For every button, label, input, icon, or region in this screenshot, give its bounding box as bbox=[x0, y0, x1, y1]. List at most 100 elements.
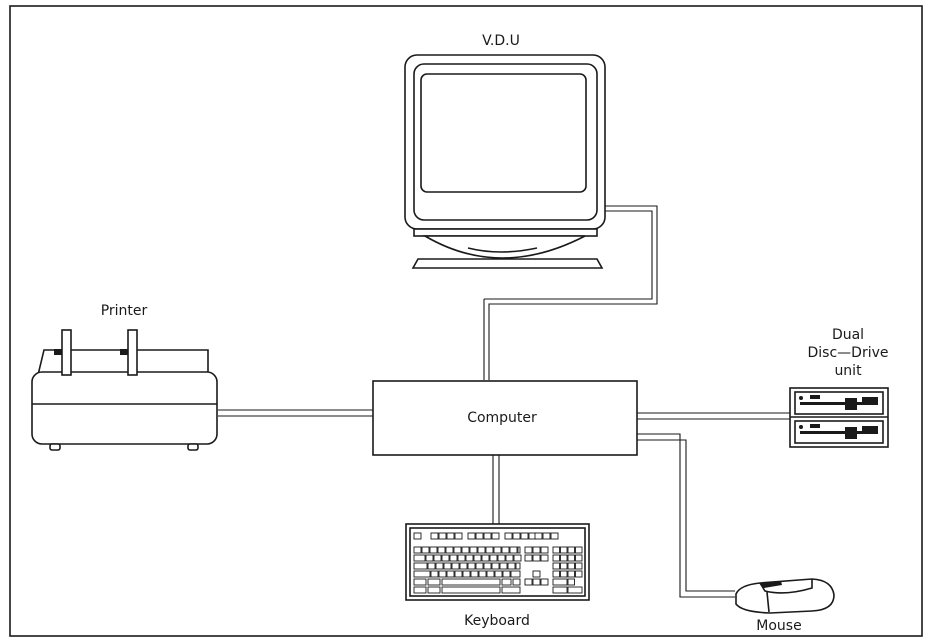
keyboard-key bbox=[442, 579, 500, 585]
keyboard-key bbox=[414, 587, 426, 593]
keyboard-key bbox=[494, 547, 501, 553]
keyboard-key bbox=[502, 579, 511, 585]
keyboard-key bbox=[568, 587, 582, 593]
keyboard-key bbox=[541, 547, 548, 553]
keyboard-key bbox=[446, 547, 453, 553]
keyboard-key bbox=[498, 555, 505, 561]
keyboard-key bbox=[495, 571, 502, 577]
vdu-monitor bbox=[405, 55, 605, 268]
keyboard-key bbox=[414, 533, 421, 539]
keyboard-key bbox=[576, 563, 583, 569]
keyboard-key bbox=[551, 533, 558, 539]
keyboard-key bbox=[414, 563, 427, 569]
keyboard-key bbox=[535, 533, 542, 539]
disc-drive-label-line2: Disc—Drive bbox=[808, 345, 889, 361]
keyboard-key bbox=[454, 547, 461, 553]
keyboard-key bbox=[447, 533, 454, 539]
keyboard-key bbox=[426, 555, 433, 561]
keyboard-key bbox=[553, 579, 567, 585]
keyboard-key bbox=[525, 555, 532, 561]
keyboard-key bbox=[414, 579, 426, 585]
keyboard-key bbox=[568, 547, 575, 553]
computer-label: Computer bbox=[467, 410, 537, 426]
keyboard-key bbox=[471, 571, 478, 577]
keyboard-key bbox=[439, 533, 446, 539]
vdu-label: V.D.U bbox=[482, 33, 520, 49]
keyboard-key bbox=[553, 587, 567, 593]
keyboard-key bbox=[514, 555, 521, 561]
keyboard-key bbox=[543, 533, 550, 539]
keyboard-key bbox=[458, 555, 465, 561]
keyboard-key bbox=[510, 547, 517, 553]
keyboard-key bbox=[553, 571, 560, 577]
keyboard-key bbox=[460, 563, 467, 569]
keyboard-key bbox=[568, 579, 575, 585]
keyboard-key bbox=[511, 571, 520, 577]
keyboard-label: Keyboard bbox=[464, 613, 530, 629]
printer-device bbox=[32, 330, 217, 450]
keyboard-key bbox=[576, 555, 583, 561]
keyboard-key bbox=[476, 533, 483, 539]
keyboard-key bbox=[541, 579, 548, 585]
disc-drive-label-line3: unit bbox=[834, 363, 862, 379]
mouse-device bbox=[736, 579, 834, 613]
keyboard-key bbox=[436, 563, 443, 569]
keyboard-key bbox=[463, 571, 470, 577]
keyboard-key bbox=[561, 563, 568, 569]
cable-printer bbox=[218, 410, 373, 416]
keyboard-key bbox=[513, 533, 520, 539]
keyboard-key bbox=[431, 533, 438, 539]
disc-drive-label-line1: Dual bbox=[832, 327, 864, 343]
keyboard-key bbox=[541, 555, 548, 561]
keyboard-key bbox=[513, 579, 520, 585]
keyboard-key bbox=[487, 571, 494, 577]
keyboard-key bbox=[414, 571, 430, 577]
keyboard-key bbox=[428, 587, 440, 593]
keyboard-key bbox=[521, 533, 528, 539]
keyboard-key bbox=[442, 555, 449, 561]
keyboard-key bbox=[568, 571, 575, 577]
keyboard-key bbox=[484, 533, 491, 539]
keyboard-key bbox=[561, 547, 568, 553]
keyboard-key bbox=[525, 547, 532, 553]
keyboard-key bbox=[430, 547, 437, 553]
keyboard-key bbox=[478, 547, 485, 553]
keyboard-key bbox=[508, 563, 515, 569]
keyboard-key bbox=[452, 563, 459, 569]
keyboard-key bbox=[533, 547, 540, 553]
keyboard-key bbox=[476, 563, 483, 569]
keyboard-key bbox=[533, 579, 540, 585]
keyboard-key bbox=[576, 571, 583, 577]
keyboard-key bbox=[553, 547, 560, 553]
keyboard-key bbox=[492, 533, 499, 539]
keyboard-key bbox=[484, 563, 491, 569]
keyboard-key bbox=[492, 563, 499, 569]
keyboard-key bbox=[455, 571, 462, 577]
keyboard-key bbox=[500, 563, 507, 569]
keyboard-key bbox=[482, 555, 489, 561]
keyboard-key bbox=[502, 547, 509, 553]
keyboard-key bbox=[439, 571, 446, 577]
disc-drive-unit bbox=[790, 388, 888, 447]
keyboard-key bbox=[553, 555, 560, 561]
keyboard-device bbox=[406, 524, 589, 600]
keyboard-key bbox=[431, 571, 438, 577]
keyboard-key bbox=[474, 555, 481, 561]
mouse-label: Mouse bbox=[756, 618, 801, 634]
keyboard-key bbox=[450, 555, 457, 561]
keyboard-key bbox=[561, 555, 568, 561]
keyboard-key bbox=[447, 571, 454, 577]
printer-label: Printer bbox=[101, 303, 148, 319]
keyboard-key bbox=[444, 563, 451, 569]
keyboard-key bbox=[525, 579, 532, 585]
keyboard-key bbox=[576, 547, 583, 553]
keyboard-key bbox=[422, 547, 429, 553]
keyboard-key bbox=[518, 547, 520, 553]
keyboard-key bbox=[533, 555, 540, 561]
keyboard-key bbox=[428, 579, 440, 585]
keyboard-key bbox=[455, 533, 462, 539]
keyboard-key bbox=[505, 533, 512, 539]
keyboard-key bbox=[561, 571, 568, 577]
